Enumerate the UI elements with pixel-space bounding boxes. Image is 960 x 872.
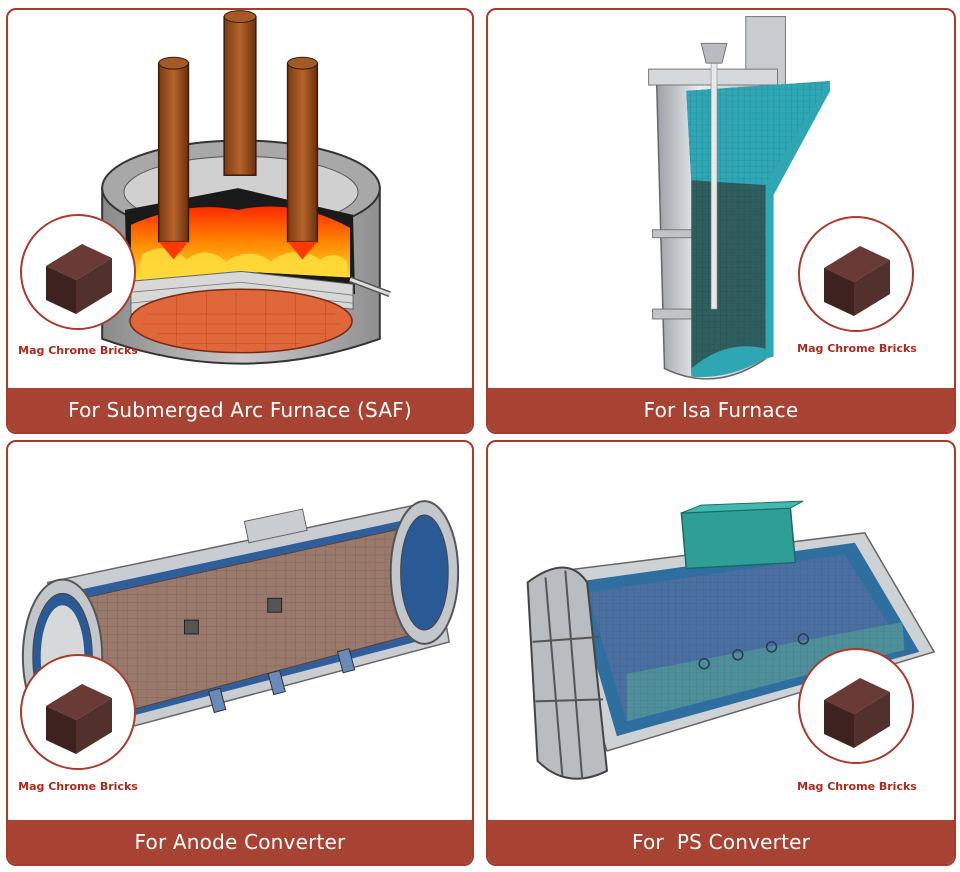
caption-isa: For Isa Furnace	[488, 388, 954, 432]
caption-anode: For Anode Converter	[8, 820, 472, 864]
mag-chrome-brick-badge	[798, 648, 914, 764]
saf-furnace-illustration	[101, 10, 391, 365]
brick-icon	[46, 684, 112, 754]
badge-label: Mag Chrome Bricks	[797, 780, 917, 793]
caption-saf: For Submerged Arc Furnace (SAF)	[8, 388, 472, 432]
card-ps: Mag Chrome Bricks For PS Converter	[486, 440, 956, 866]
isa-furnace-illustration	[648, 16, 831, 380]
card-saf: Mag Chrome Bricks For Submerged Arc Furn…	[6, 8, 474, 434]
mag-chrome-brick-badge	[20, 214, 136, 330]
badge-label: Mag Chrome Bricks	[18, 344, 138, 357]
badge-label: Mag Chrome Bricks	[18, 780, 138, 793]
mag-chrome-brick-badge	[798, 216, 914, 332]
brick-icon	[824, 678, 890, 748]
badge-label: Mag Chrome Bricks	[797, 342, 917, 355]
mag-chrome-brick-badge	[20, 654, 136, 770]
caption-ps: For PS Converter	[488, 820, 954, 864]
card-isa: Mag Chrome Bricks For Isa Furnace	[486, 8, 956, 434]
brick-icon	[46, 244, 112, 314]
brick-icon	[824, 246, 890, 316]
card-anode: Mag Chrome Bricks For Anode Converter	[6, 440, 474, 866]
ps-converter-illustration	[526, 500, 936, 780]
